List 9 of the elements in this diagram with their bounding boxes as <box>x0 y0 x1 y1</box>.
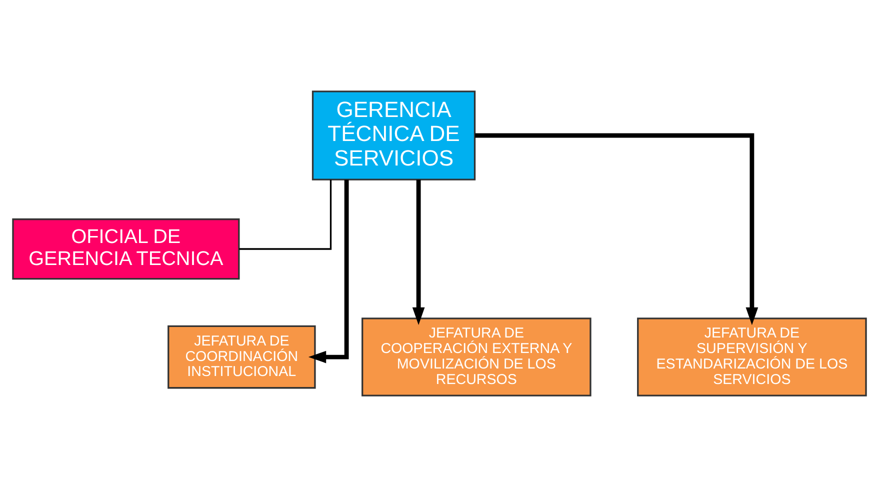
node-box: OFICIAL DE GERENCIA TECNICA <box>12 218 240 280</box>
arrow <box>475 133 758 326</box>
node-box: JEFATURA DE COORDINACIÓN INSTITUCIONAL <box>168 325 316 389</box>
arrow <box>308 180 349 364</box>
node-box: JEFATURA DE SUPERVISIÓN Y ESTANDARIZACIÓN DE LOS SERVICIOS <box>637 318 867 396</box>
node-box: GERENCIA TÉCNICA DE SERVICIOS <box>312 90 476 180</box>
node-box: JEFATURA DE COOPERACIÓN EXTERNA Y MOVILIZACIÓN DE LOS RECURSOS <box>362 318 592 396</box>
connector <box>239 180 332 250</box>
arrow <box>412 180 425 326</box>
